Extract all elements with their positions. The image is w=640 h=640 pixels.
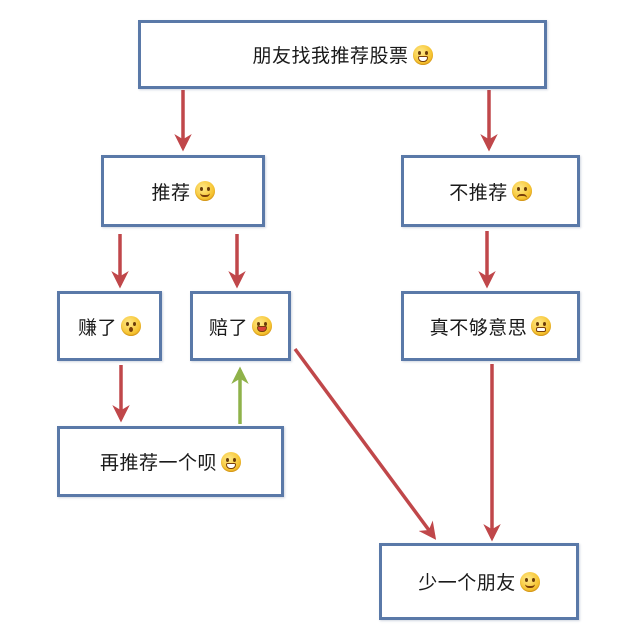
sad-face-icon (511, 181, 532, 201)
node-start: 朋友找我推荐股票 (138, 20, 547, 89)
node-not-recommend: 不推荐 (401, 155, 580, 227)
laughing-face-icon (412, 44, 433, 65)
smiling-face-icon (194, 181, 215, 201)
angry-face-icon (531, 316, 552, 336)
node-not-recommend-label: 不推荐 (449, 181, 508, 204)
node-recommend-again-label: 再推荐一个呗 (99, 452, 217, 474)
node-lose-friend-label: 少一个朋友 (418, 572, 516, 594)
node-so-mean: 真不够意思 (401, 291, 580, 361)
tongue-face-icon (252, 316, 272, 336)
node-start-label: 朋友找我推荐股票 (252, 45, 409, 67)
node-lose-friend: 少一个朋友 (379, 543, 579, 620)
thinking-face-icon (519, 571, 540, 592)
node-earned-label: 赚了 (77, 316, 117, 339)
node-so-mean-label: 真不够意思 (429, 316, 528, 339)
kissing-face-icon (121, 316, 141, 336)
arrow-lost-to-lose-friend (293, 347, 437, 540)
node-recommend: 推荐 (101, 155, 265, 227)
node-lost-label: 赔了 (208, 316, 248, 339)
node-recommend-label: 推荐 (151, 181, 191, 204)
grinning-face-icon (221, 451, 241, 472)
node-lost: 赔了 (190, 291, 291, 361)
node-earned: 赚了 (57, 291, 162, 361)
node-recommend-again: 再推荐一个呗 (57, 426, 284, 497)
